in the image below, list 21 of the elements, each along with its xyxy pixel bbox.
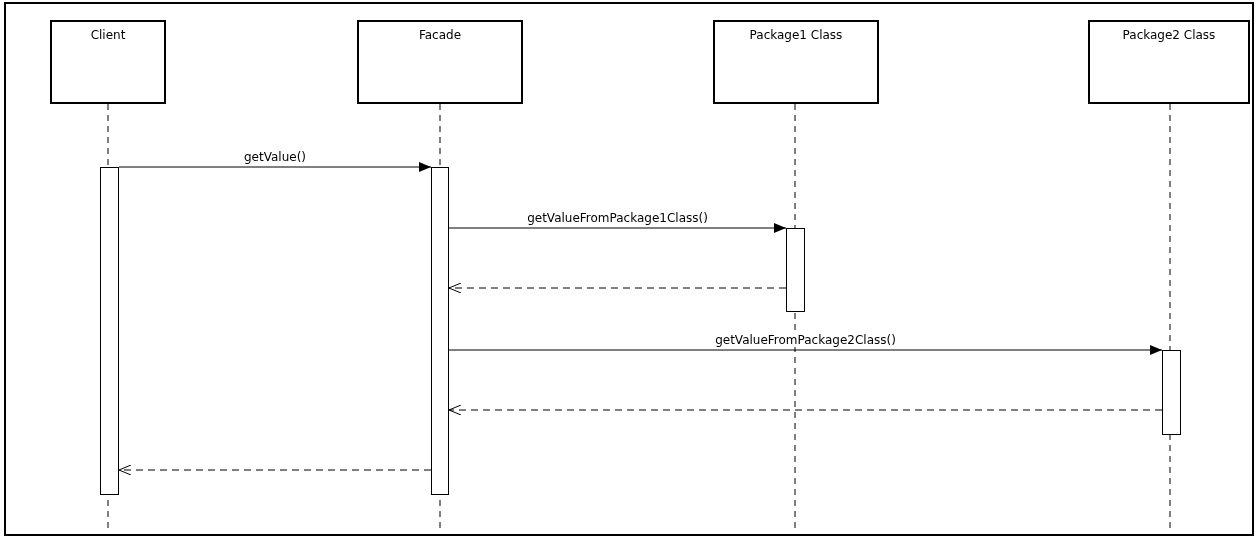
return-arrow: [448, 282, 787, 294]
object-name: Package2 Class: [1122, 28, 1216, 42]
return-arrow: [448, 404, 1163, 416]
activation-bar: [431, 167, 449, 495]
message-arrow: [448, 223, 787, 233]
activation-bar: [100, 167, 119, 495]
return-arrow: [118, 464, 432, 476]
activation-bar: [786, 228, 805, 312]
edge-label: getValue(): [243, 150, 307, 164]
edge-label: getValueFromPackage2Class(): [714, 333, 897, 347]
message-arrow: [118, 162, 432, 172]
object-name: Package1 Class: [749, 28, 843, 42]
activation-bar: [1162, 350, 1181, 435]
edge-label: getValueFromPackage1Class(): [526, 211, 709, 225]
object-box: [357, 20, 523, 104]
object-box: [713, 20, 879, 104]
object-box: [50, 20, 166, 104]
object-box: [1088, 20, 1250, 104]
object-name: Client: [90, 28, 126, 42]
object-name: Facade: [418, 28, 462, 42]
message-arrow: [448, 345, 1163, 355]
